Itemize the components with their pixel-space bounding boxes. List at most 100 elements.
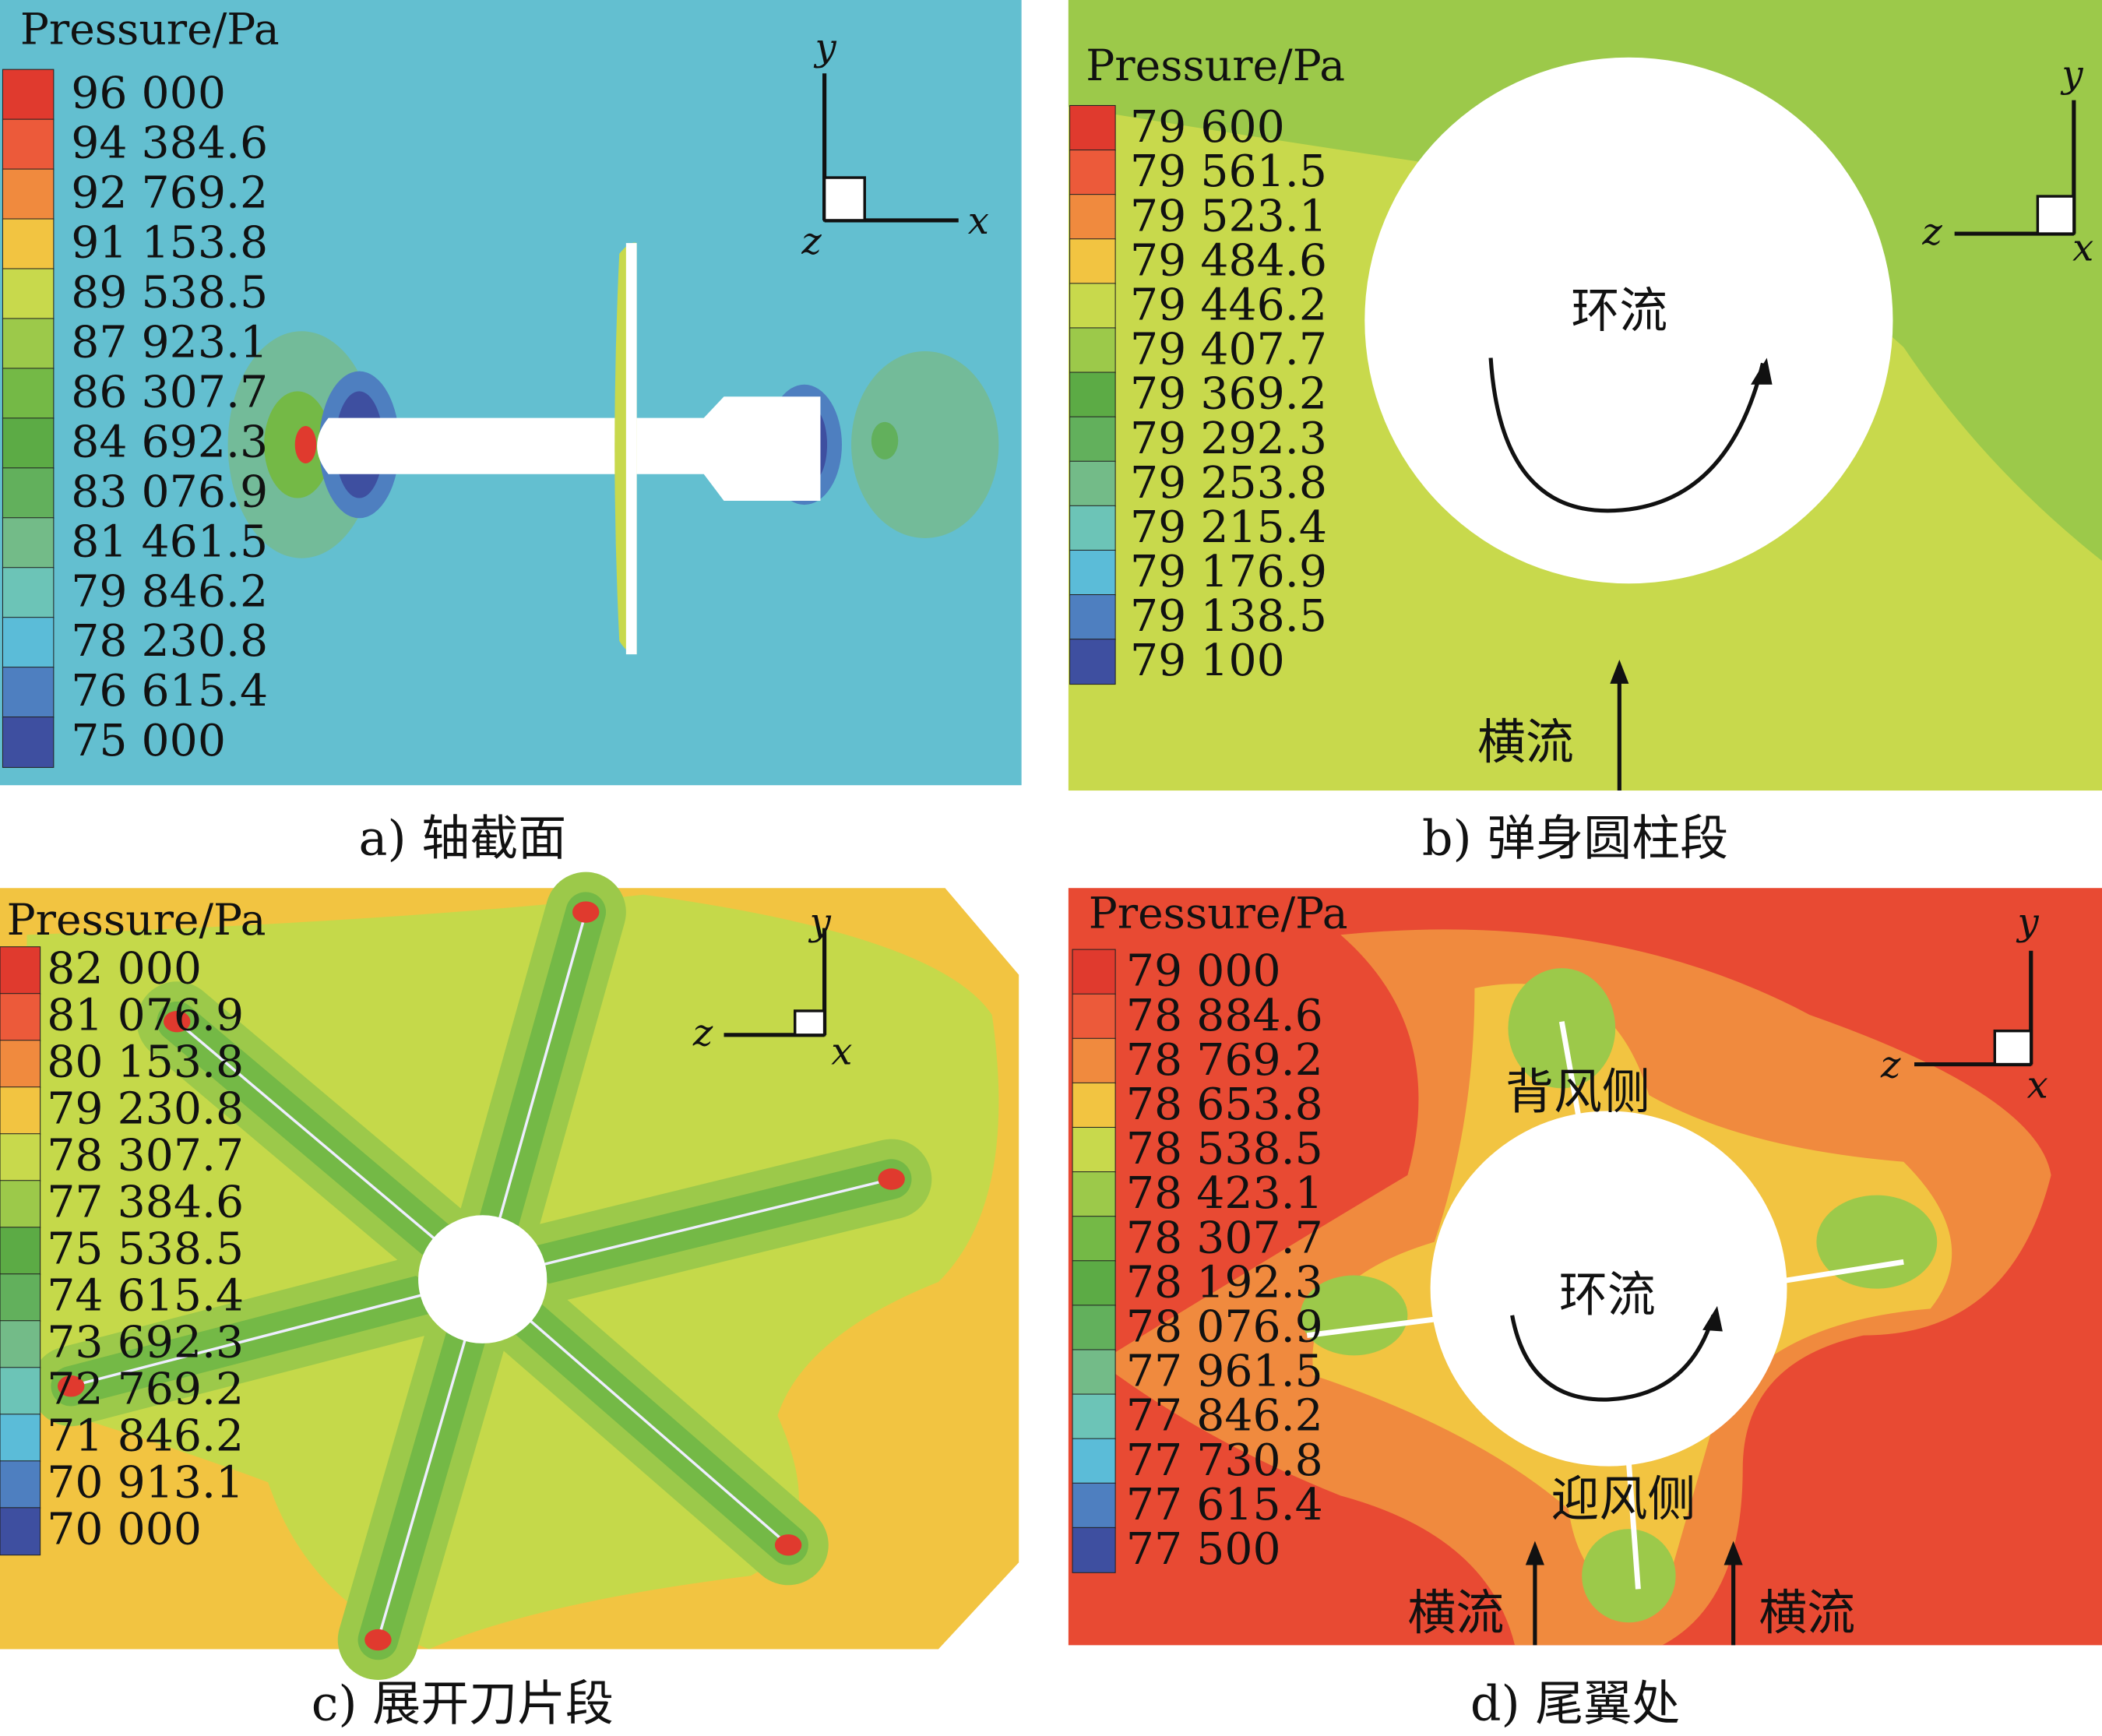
legend-label: 78 769.2 — [1126, 1034, 1323, 1086]
legend-label: 70 000 — [47, 1504, 202, 1555]
legend-swatch — [0, 946, 41, 995]
windward-vortex — [1582, 1529, 1676, 1623]
cylinder-section — [1364, 57, 1893, 584]
blade-tip-high-pressure — [58, 1375, 85, 1397]
legend-label: 81 076.9 — [47, 989, 244, 1041]
legend-swatch — [1069, 238, 1116, 285]
legend-swatch — [0, 1320, 41, 1369]
tail-fin — [1558, 1021, 1585, 1136]
legend-swatch — [1072, 1171, 1116, 1218]
caption-panel-c: c) 展开刀片段 — [312, 1676, 614, 1732]
annotation-leeward: 背风侧 — [1505, 1064, 1650, 1120]
panel-a-background — [0, 0, 1022, 786]
legend-swatch — [2, 69, 55, 121]
wake-core — [871, 421, 899, 460]
legend-swatch — [1072, 1216, 1116, 1262]
legend-swatch — [2, 467, 55, 519]
legend-label: 78 230.8 — [71, 615, 268, 667]
y-axis-label: y — [808, 900, 832, 944]
legend-swatch — [1072, 1082, 1116, 1129]
legend-swatch — [1072, 1305, 1116, 1351]
x-axis-label: x — [968, 199, 989, 243]
z-axis-label: z — [801, 220, 822, 263]
x-axis-label: x — [2027, 1063, 2048, 1107]
legend-label: 78 307.7 — [1126, 1212, 1323, 1263]
panel-c — [0, 872, 1019, 1680]
annotation-crossflow: 横流 — [1477, 714, 1574, 770]
legend-swatch — [2, 268, 55, 320]
legend-label: 82 000 — [47, 942, 202, 994]
legend-swatch — [1069, 416, 1116, 463]
annotation-windward: 迎风侧 — [1551, 1471, 1696, 1527]
legend-label: 79 230.8 — [47, 1083, 244, 1134]
legend-swatch — [1072, 1438, 1116, 1484]
circulation-arrow — [1510, 1315, 1716, 1402]
legend-label: 79 407.7 — [1130, 324, 1327, 375]
legend-label: 91 153.8 — [71, 217, 268, 269]
legend-label: 72 769.2 — [47, 1364, 244, 1415]
legend-label: 80 153.8 — [47, 1036, 244, 1087]
legend-label: 77 615.4 — [1126, 1479, 1323, 1530]
annotation-circulation: 环流 — [1571, 283, 1667, 339]
axes-triad-panel-a: yxz — [801, 26, 989, 263]
caption-panel-d: d) 尾翼处 — [1470, 1676, 1680, 1732]
legend-swatch — [1072, 949, 1116, 995]
legend-swatch — [2, 218, 55, 270]
legend-label: 75 538.5 — [47, 1223, 244, 1274]
panel-b: 环流 横流 — [1068, 0, 2102, 791]
legend-swatch — [1069, 327, 1116, 374]
legend-swatch — [1069, 283, 1116, 329]
legend-swatch — [1069, 594, 1116, 640]
z-axis-label: z — [1880, 1044, 1901, 1087]
legend-swatch — [1069, 150, 1116, 196]
y-axis-label: y — [2016, 900, 2040, 944]
axis-box — [1993, 1029, 2033, 1066]
legend-swatch — [1069, 460, 1116, 507]
legend-swatch — [1069, 549, 1116, 596]
legend-swatch — [0, 1507, 41, 1556]
captions: a) 轴截面 b) 弹身圆柱段 c) 展开刀片段 d) 尾翼处 — [312, 810, 1728, 1731]
legend-label: 89 538.5 — [71, 267, 268, 319]
legend-swatch — [0, 1180, 41, 1229]
legend-label: 79 600 — [1130, 101, 1285, 153]
legend-swatch — [2, 368, 55, 420]
legend-label: 78 423.1 — [1126, 1167, 1323, 1219]
legend-swatch — [1072, 1260, 1116, 1307]
legend-swatch — [1072, 1526, 1116, 1573]
legend-swatch — [2, 318, 55, 370]
wake-region — [851, 350, 999, 538]
legend-label: 76 615.4 — [71, 665, 268, 717]
axis-box — [822, 176, 866, 222]
legend-label: 78 653.8 — [1126, 1079, 1323, 1130]
caption-panel-b: b) 弹身圆柱段 — [1422, 810, 1728, 866]
legend-title: Pressure/Pa — [1089, 889, 1348, 938]
y-axis-label: y — [2060, 53, 2083, 97]
legend-label: 79 100 — [1130, 635, 1285, 686]
legend-swatch — [1069, 505, 1116, 551]
legend-swatch — [0, 1460, 41, 1509]
legend-title: Pressure/Pa — [20, 5, 280, 55]
caption-panel-a: a) 轴截面 — [359, 810, 567, 866]
legend-label: 92 769.2 — [71, 167, 268, 219]
legend-swatch — [1069, 194, 1116, 241]
legend-swatch — [0, 993, 41, 1042]
legend-label: 81 461.5 — [71, 516, 268, 567]
legend-swatch — [0, 1133, 41, 1182]
legend-swatch — [2, 617, 55, 668]
axes-triad-panel-b: yxz — [1921, 53, 2093, 270]
legend-label: 79 369.2 — [1130, 368, 1327, 420]
panel-a — [0, 0, 1022, 786]
legend-swatch — [2, 717, 55, 768]
legend-label: 94 384.6 — [71, 118, 268, 169]
legend-label: 77 730.8 — [1126, 1435, 1323, 1486]
legend-label: 70 913.1 — [47, 1457, 244, 1509]
legend-label: 96 000 — [71, 68, 226, 119]
legend-swatch — [0, 1227, 41, 1276]
legend-label: 79 215.4 — [1130, 502, 1327, 553]
legend-label: 83 076.9 — [71, 466, 268, 517]
legend-label: 78 192.3 — [1126, 1257, 1323, 1308]
axes-triad-panel-c: yxz — [692, 900, 852, 1073]
